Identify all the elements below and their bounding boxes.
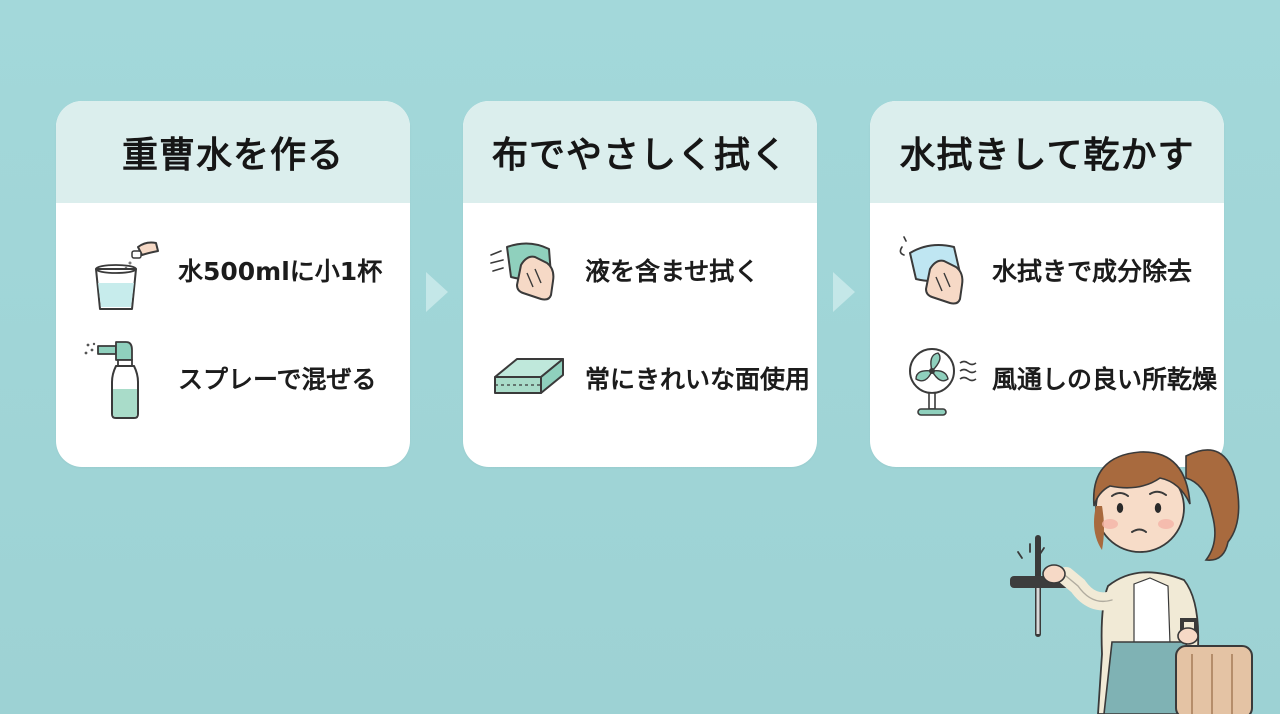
chevron-right-icon xyxy=(426,272,448,312)
suitcase xyxy=(1175,645,1253,714)
step-card-1: 重曹水を作る 水500mlに小1杯 スプレーで混ぜる xyxy=(56,101,410,467)
step-title: 布でやさしく拭く xyxy=(491,135,788,176)
chevron-right-icon xyxy=(833,272,855,312)
step-title: 水拭きして乾かす xyxy=(899,135,1195,176)
step-item: 水500mlに小1杯 xyxy=(80,225,400,315)
glass-water-icon xyxy=(95,241,159,310)
step-item: 液を含ませ拭く xyxy=(487,225,807,315)
step-card-header: 重曹水を作る xyxy=(56,101,410,203)
step-item-text: スプレーで混ぜる xyxy=(178,365,377,394)
step-item-text: 水500mlに小1杯 xyxy=(178,257,383,286)
folded-cloth-icon xyxy=(494,358,564,394)
step-item: 常にきれいな面使用 xyxy=(487,333,811,423)
step-item: 水拭きで成分除去 xyxy=(894,225,1214,315)
electric-fan-icon xyxy=(909,348,977,416)
step-item: 風通しの良い所乾燥 xyxy=(894,333,1218,423)
step-card-3: 水拭きして乾かす 水拭きで成分除去 風通しの良い所乾燥 xyxy=(870,101,1224,467)
step-item-text: 液を含ませ拭く xyxy=(585,257,760,286)
step-card-2: 布でやさしく拭く 液を含ませ拭く 常にきれいな面使用 xyxy=(463,101,817,467)
hand-wiping-icon xyxy=(899,236,964,305)
spray-bottle-icon xyxy=(84,341,139,419)
step-title: 重曹水を作る xyxy=(121,135,344,176)
step-item-text: 水拭きで成分除去 xyxy=(992,257,1193,286)
step-item-text: 風通しの良い所乾燥 xyxy=(992,365,1218,394)
step-item-text: 常にきれいな面使用 xyxy=(585,365,811,394)
hand-wiping-cloth-icon xyxy=(490,242,555,301)
step-card-header: 水拭きして乾かす xyxy=(870,101,1224,203)
step-card-header: 布でやさしく拭く xyxy=(463,101,817,203)
step-item: スプレーで混ぜる xyxy=(80,333,400,423)
worried-woman-illustration xyxy=(1010,449,1253,714)
